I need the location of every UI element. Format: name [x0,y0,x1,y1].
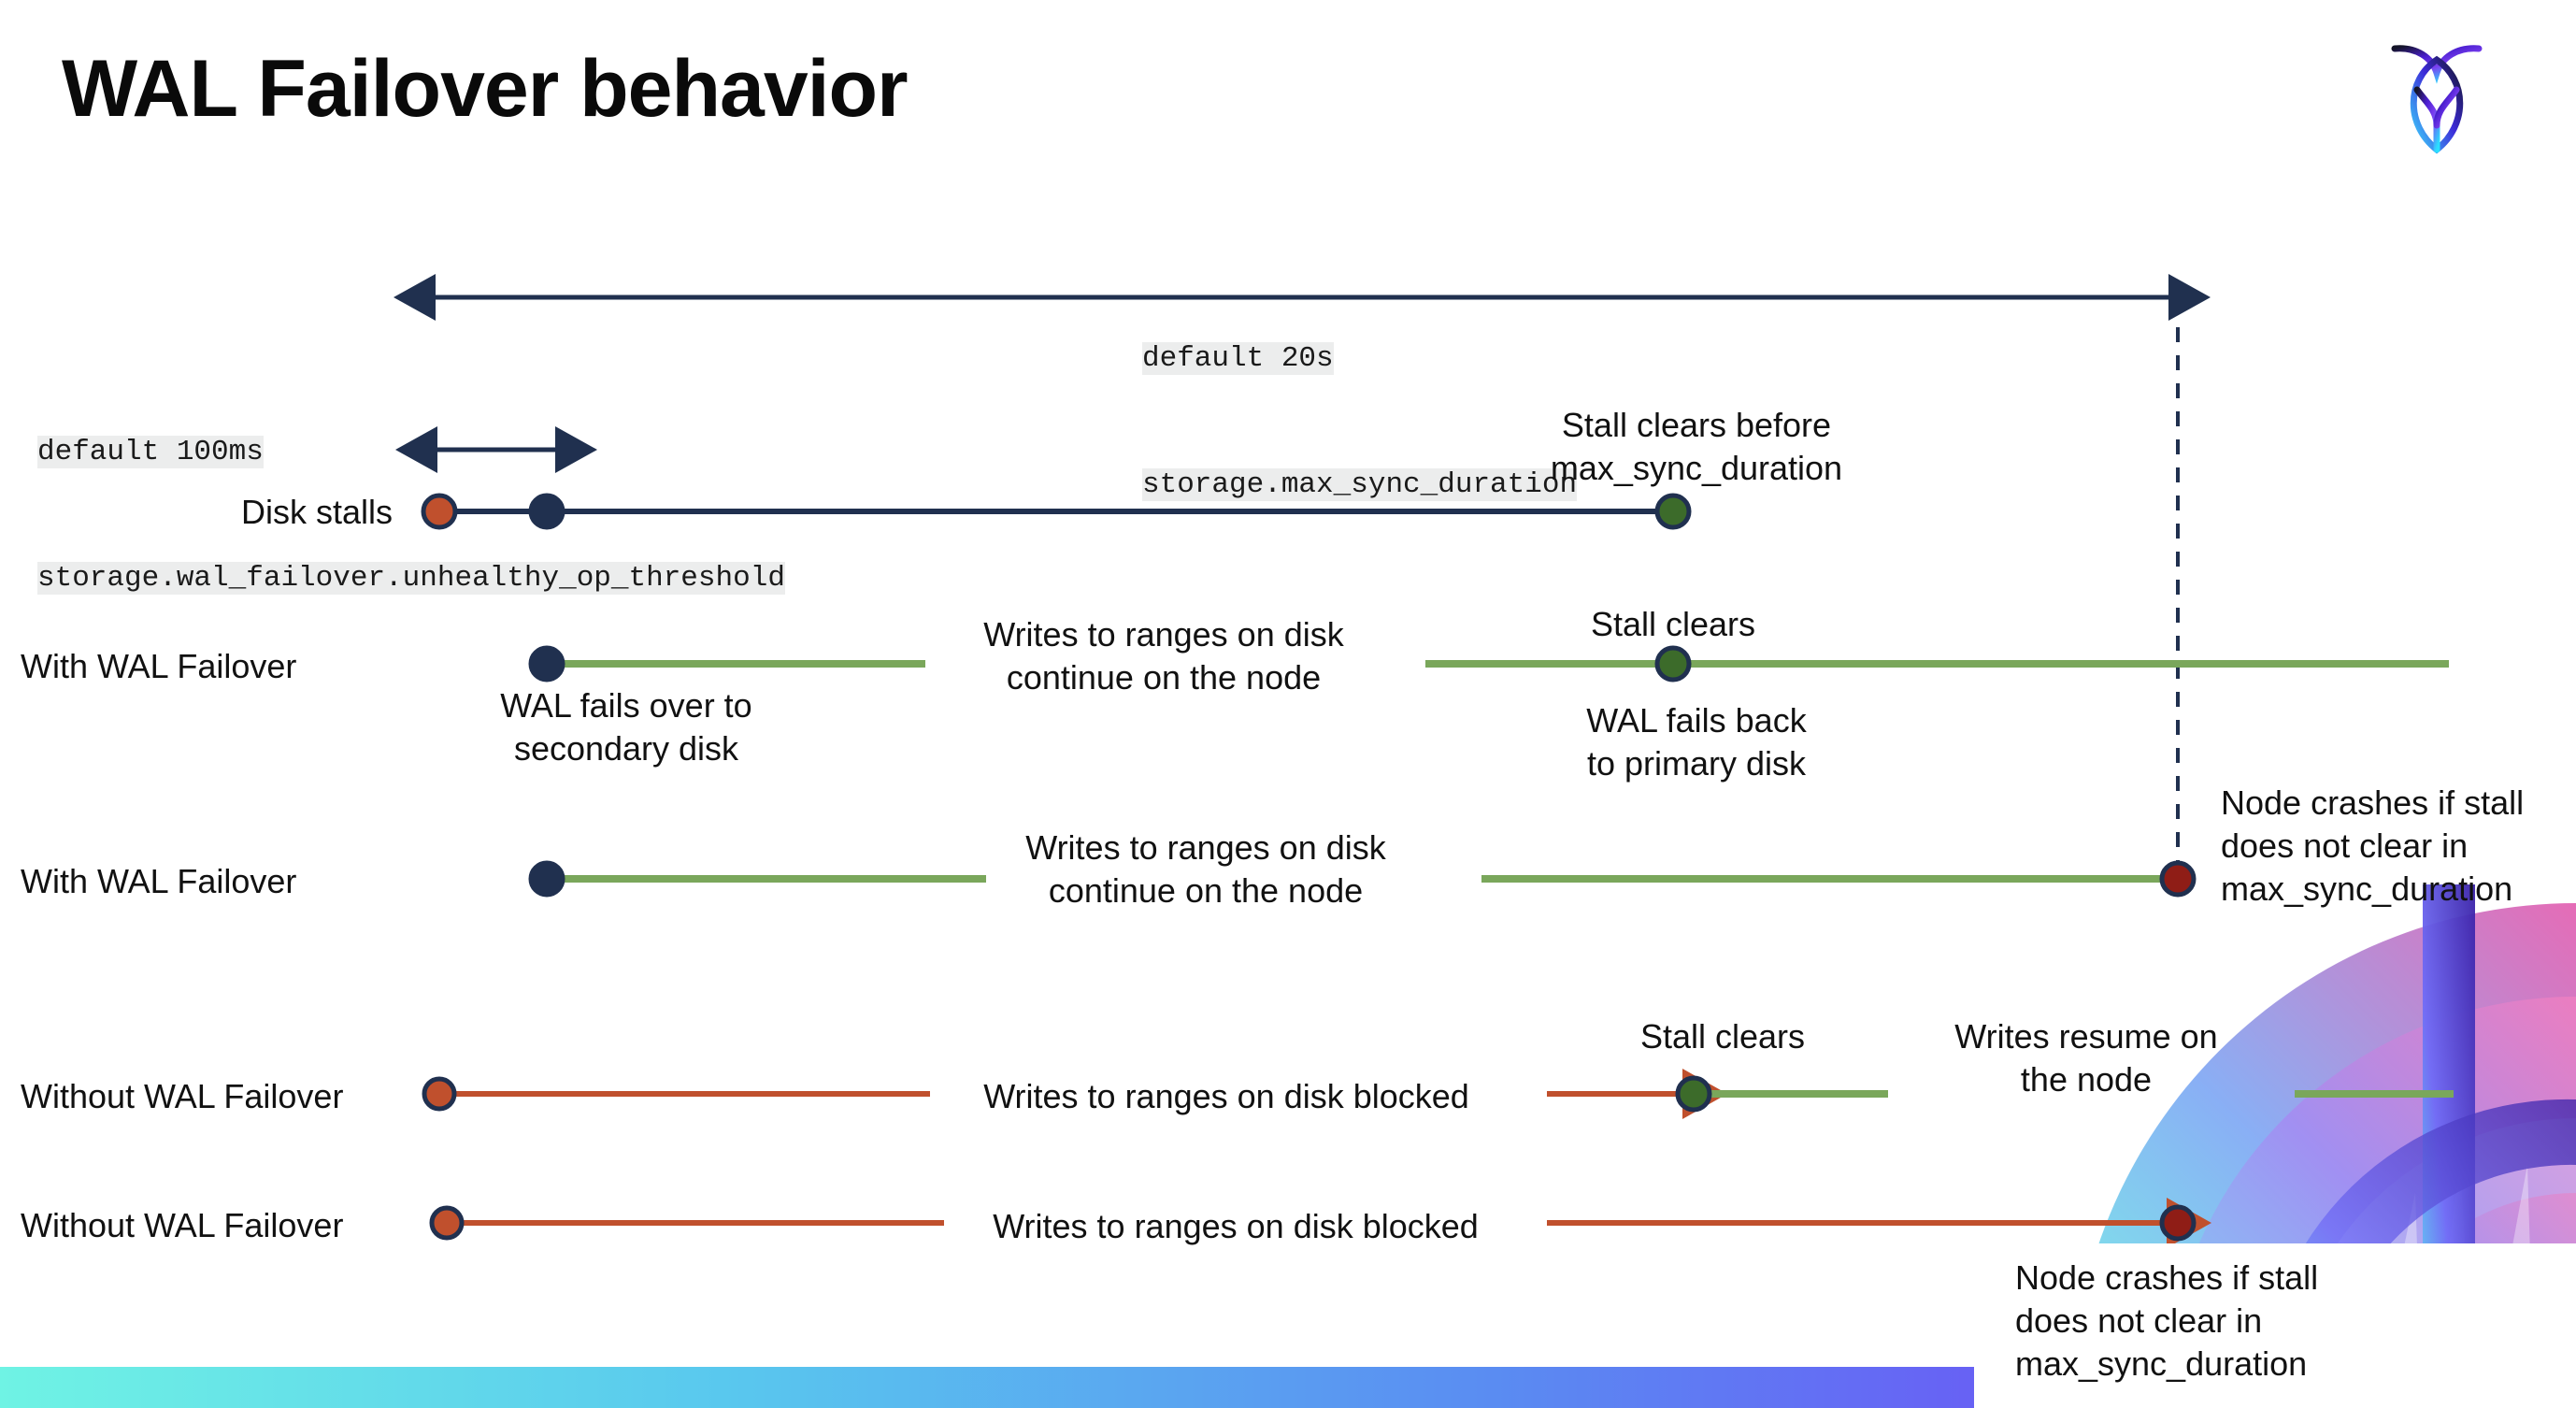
row-label-disk-stalls: Disk stalls [240,493,393,531]
row-disk-stalls-track [421,493,1692,530]
row-with-wal-failover-2-track [528,860,2197,898]
row-label-without-wal-failover-1: Without WAL Failover [21,1077,344,1115]
row-label-with-wal-failover-1: With WAL Failover [21,647,297,685]
note-writes-continue-2: Writes to ranges on disk continue on the… [1025,828,1386,911]
marker-stall-start [421,493,458,530]
marker-stall-clears [1654,493,1692,530]
row-with-wal-failover-1-track [528,645,2449,682]
note-node-crashes-2-box: Node crashes if stall does not clear in … [1974,1243,2576,1408]
annotation-max-sync-default: default 20s [1142,341,1334,375]
row-label-with-wal-failover-2: With WAL Failover [21,862,297,900]
note-writes-blocked-2: Writes to ranges on disk blocked [993,1207,1479,1245]
page-title: WAL Failover behavior [62,44,909,134]
marker-node-crash [2159,860,2197,898]
note-stall-clears-before-max-sync: Stall clears before max_sync_duration [1550,406,1843,488]
note-stall-clears-1: Stall clears [1590,605,1756,643]
annotation-max-sync-duration: default 20s storage.max_sync_duration [1142,254,1578,591]
marker-wal-failover [528,645,565,682]
annotation-unhealthy-op-threshold: default 100ms storage.wal_failover.unhea… [37,348,785,684]
annotation-max-sync-setting: storage.max_sync_duration [1142,467,1578,501]
annotation-unhealthy-setting: storage.wal_failover.unhealthy_op_thresh… [37,561,785,595]
note-stall-clears-2: Stall clears [1639,1017,1806,1056]
note-writes-blocked-1: Writes to ranges on disk blocked [983,1077,1469,1115]
note-node-crashes-2: Node crashes if stall does not clear in … [2015,1258,2319,1384]
marker-wal-failover [528,860,565,898]
marker-stall-clears [1675,1075,1712,1113]
note-node-crashes-1: Node crashes if stall does not clear in … [2221,783,2525,909]
row-label-without-wal-failover-2: Without WAL Failover [21,1206,344,1244]
marker-threshold [528,493,565,530]
note-writes-resume: Writes resume on the node [1954,1017,2218,1099]
marker-stall-start [422,1076,457,1112]
note-writes-continue-1: Writes to ranges on disk continue on the… [983,615,1344,697]
row-without-wal-failover-2-track [429,1198,2211,1248]
cockroachdb-logo [2385,32,2488,157]
row-without-wal-failover-1-track [422,1069,2454,1119]
marker-stall-start [429,1205,465,1241]
marker-node-crash [2159,1204,2197,1242]
note-wal-fails-back: WAL fails back to primary disk [1586,701,1807,783]
annotation-unhealthy-default: default 100ms [37,435,264,468]
note-wal-fails-over: WAL fails over to secondary disk [500,686,752,769]
marker-stall-clears [1654,645,1692,682]
